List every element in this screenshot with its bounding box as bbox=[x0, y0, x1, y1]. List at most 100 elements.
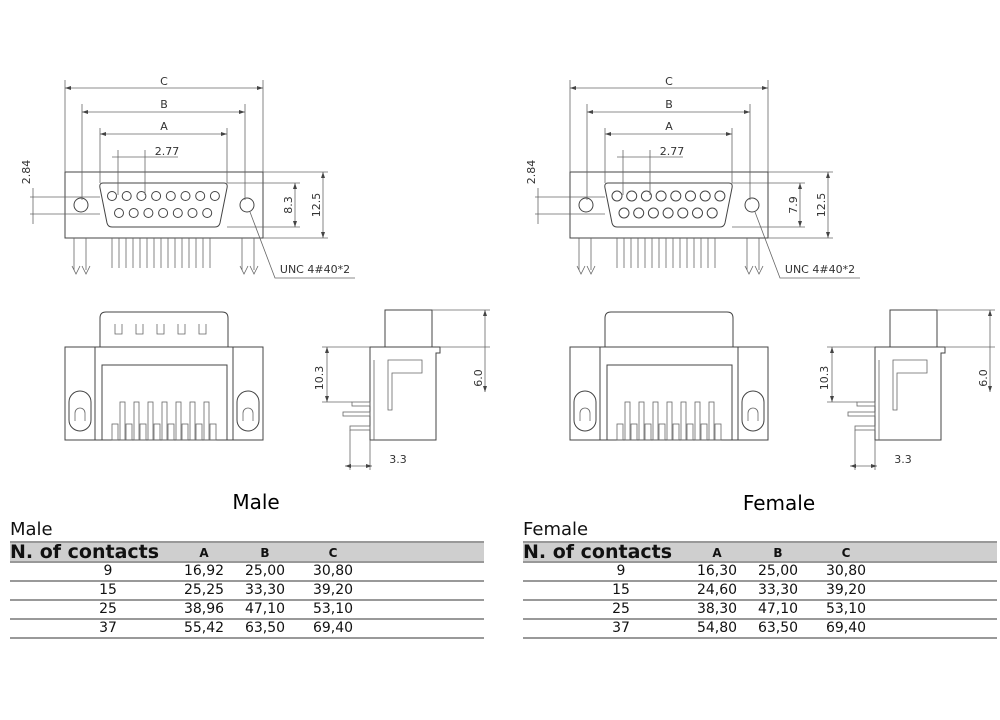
contact-pin bbox=[644, 423, 652, 441]
dim-label-row-offset: 2.84 bbox=[20, 160, 33, 185]
side-pin bbox=[349, 425, 371, 431]
table-cell: 9 bbox=[103, 563, 113, 579]
column-header: C bbox=[841, 546, 851, 560]
table-cell: 53,10 bbox=[312, 601, 354, 617]
front-inner-outline bbox=[606, 364, 733, 441]
shell-dimple bbox=[198, 324, 207, 335]
column-header: N. of contacts bbox=[10, 541, 160, 563]
female-title: Female bbox=[742, 491, 816, 515]
shell-dimple bbox=[114, 324, 123, 335]
board-lock-slot bbox=[68, 390, 92, 432]
contact-hole bbox=[706, 207, 718, 219]
column-header: B bbox=[773, 546, 783, 560]
dim-label-top-height: 6.0 bbox=[977, 369, 990, 387]
contact-pin bbox=[638, 401, 645, 441]
d-shell-outline bbox=[99, 182, 228, 228]
side-pin bbox=[351, 401, 371, 407]
column-header: A bbox=[199, 546, 209, 560]
table-cell: 55,42 bbox=[183, 620, 225, 636]
contact-hole bbox=[714, 190, 726, 202]
side-contact-path bbox=[387, 359, 423, 411]
contact-hole bbox=[209, 191, 220, 201]
board-lock-hook bbox=[579, 407, 591, 421]
side-pin bbox=[856, 401, 876, 407]
table-cell: 69,40 bbox=[312, 620, 354, 636]
column-header: A bbox=[712, 546, 722, 560]
dim-label-body-height: 12.5 bbox=[310, 193, 323, 218]
contact-hole bbox=[655, 190, 667, 202]
contact-hole bbox=[158, 208, 169, 218]
contact-hole bbox=[647, 207, 659, 219]
contact-pin bbox=[195, 423, 203, 441]
table-cell: 9 bbox=[616, 563, 626, 579]
side-body-outline bbox=[874, 346, 946, 441]
contact-pin bbox=[189, 401, 196, 441]
contact-pin bbox=[714, 423, 722, 441]
connector-body-outline bbox=[64, 171, 264, 239]
board-lock-tip bbox=[239, 265, 259, 275]
contact-hole bbox=[618, 207, 630, 219]
contact-hole bbox=[165, 191, 176, 201]
contact-hole bbox=[685, 190, 696, 202]
dim-label-pitch: 2.77 bbox=[660, 145, 685, 158]
table-cell: 25,00 bbox=[757, 563, 799, 579]
contact-hole bbox=[180, 191, 191, 201]
table-cell: 25,00 bbox=[244, 563, 286, 579]
contact-pin bbox=[203, 401, 210, 441]
table-caption: Female bbox=[523, 519, 589, 540]
dim-label-shell-height: 7.9 bbox=[787, 196, 800, 214]
contact-hole bbox=[633, 207, 645, 219]
board-lock-tip bbox=[576, 265, 596, 275]
contact-hole bbox=[172, 208, 183, 218]
thread-leader-line bbox=[249, 211, 355, 279]
contact-hole bbox=[699, 190, 711, 202]
contact-hole bbox=[121, 191, 132, 201]
contact-hole bbox=[151, 191, 162, 201]
shell-top-outline bbox=[604, 311, 734, 347]
table-cell: 25 bbox=[612, 601, 630, 617]
dim-label-pin-offset: 3.3 bbox=[894, 453, 912, 466]
shell-dimple bbox=[177, 324, 186, 335]
side-body-outline bbox=[369, 346, 441, 441]
contact-pin bbox=[658, 423, 666, 441]
dim-label-b: B bbox=[665, 98, 673, 111]
contact-hole bbox=[128, 208, 139, 218]
dim-label-pitch: 2.77 bbox=[155, 145, 180, 158]
side-shell-outline bbox=[384, 309, 433, 348]
table-cell: 69,40 bbox=[825, 620, 867, 636]
table-cell: 39,20 bbox=[312, 582, 354, 598]
contact-hole bbox=[136, 191, 147, 201]
male-title: Male bbox=[232, 490, 280, 514]
table-cell: 38,30 bbox=[696, 601, 738, 617]
shell-dimple bbox=[156, 324, 165, 335]
table-cell: 30,80 bbox=[825, 563, 867, 579]
contact-pin bbox=[119, 401, 126, 441]
contact-hole bbox=[692, 207, 703, 219]
contact-pin bbox=[175, 401, 182, 441]
contact-hole bbox=[662, 207, 674, 219]
contact-hole bbox=[143, 208, 154, 218]
contact-hole bbox=[611, 190, 623, 202]
table-cell: 39,20 bbox=[825, 582, 867, 598]
board-lock-tip bbox=[71, 265, 91, 275]
mounting-hole bbox=[239, 197, 255, 213]
contact-pin bbox=[616, 423, 624, 441]
table-cell: 15 bbox=[612, 582, 630, 598]
contact-pin bbox=[209, 423, 217, 441]
column-header: N. of contacts bbox=[523, 541, 673, 563]
table-cell: 38,96 bbox=[183, 601, 225, 617]
contact-pin bbox=[652, 401, 659, 441]
board-lock-slot bbox=[741, 390, 765, 432]
arrowhead bbox=[830, 347, 834, 402]
contact-pin bbox=[694, 401, 701, 441]
contact-pin bbox=[133, 401, 140, 441]
table-cell: 47,10 bbox=[757, 601, 799, 617]
